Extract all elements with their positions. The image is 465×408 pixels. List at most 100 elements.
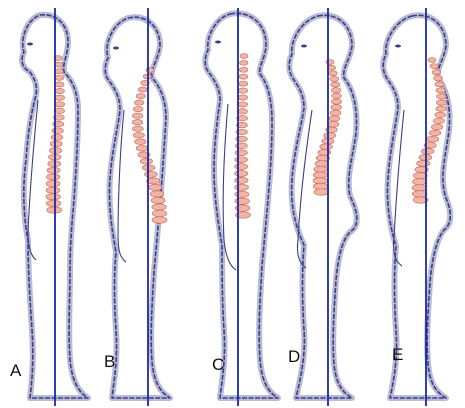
figure-b-spine-vertebra [145,171,158,177]
figure-c-spine-vertebra [240,61,248,66]
figure-d-spine-vertebra [315,161,328,167]
figure-b-spine-vertebra [136,94,145,99]
figure-a-spine-vertebra [47,174,60,180]
figure-e-spine-vertebra [412,191,427,197]
figure-b-eye [113,47,119,50]
figure-d-spine-vertebra [329,71,338,76]
figure-b-spine-vertebra [138,87,147,92]
figure-d-label: D [288,347,300,366]
figure-d-spine-vertebra [314,189,329,195]
figure-d-spine-vertebra [331,99,341,104]
figure-b-spine-vertebra [133,126,144,131]
figure-a-spine-vertebra [46,187,60,193]
figure-a-spine-vertebra [55,88,65,93]
figure-d-spine-vertebra [332,93,342,98]
figure-e-spine-vertebra [427,136,439,142]
figure-c-spine-vertebra [235,164,248,170]
figure-a-spine-vertebra [55,82,64,87]
figure-a-spine-vertebra [52,128,63,134]
figure-e-eye [395,45,401,48]
figure-b-spine-vertebra [152,204,166,210]
figure-b-spine-vertebra [135,139,146,145]
figure-c-label: C [212,355,224,374]
figure-c-spine-vertebra [238,95,248,100]
figure-c-eye [215,41,221,44]
figure-e-spine-vertebra [436,106,446,111]
figure-b-spine-vertebra [151,197,165,203]
figure-d-spine-vertebra [330,110,341,115]
figure-e-spine-vertebra [435,112,446,117]
figure-e-spine-vertebra [429,130,441,136]
figure-d-spine-vertebra [331,105,341,110]
figure-e-label: E [392,345,403,364]
figure-e-spine-vertebra [435,82,444,87]
figure-b-spine-vertebra [132,120,142,125]
figure-c-spine-vertebra [237,102,247,107]
figure-d: D [288,8,357,406]
figure-b-spine-vertebra [150,191,164,197]
figure-d-spine-vertebra [320,144,333,150]
figure-b-spine-vertebra [152,210,167,216]
figure-b-label: B [104,352,115,371]
figure-a-spine-vertebra [55,75,64,80]
figure-d-spine-vertebra [313,172,327,178]
figure-d-spine-vertebra [330,77,339,82]
figure-d-spine-vertebra [329,116,340,121]
figure-e: E [383,8,450,406]
figure-d-spine-vertebra [331,88,341,93]
figure-a-spine-vertebra [50,141,62,147]
figure-e-spine-vertebra [430,64,438,69]
figure-d-eye [301,45,307,48]
figure-d-spine-vertebra [324,133,336,139]
figure-a-spine-vertebra [51,135,63,141]
figure-c-arm [223,104,236,270]
figure-e-spine-vertebra [417,161,430,167]
figure-e-spine-vertebra [412,185,426,191]
figure-e-spine-vertebra [421,148,434,154]
figure-a-spine-vertebra [46,200,61,206]
figure-d-spine-vertebra [331,82,340,87]
figure-c: C [205,8,278,406]
figure-c-spine-vertebra [240,54,248,59]
figure-a: A [10,8,88,406]
figure-b-spine-vertebra [133,133,144,138]
figure-b-spine-vertebra [152,217,167,223]
figure-c-spine-vertebra [235,191,249,197]
figure-c-spine-vertebra [235,157,248,163]
figure-e-spine-vertebra [428,58,436,63]
figure-a-spine-vertebra [54,102,64,107]
figure-b-spine-vertebra [136,146,148,152]
figure-d-spine-vertebra [327,121,338,127]
figure-d-body-outline-halo [289,15,357,398]
figure-b-spine-vertebra [140,158,152,164]
figure-a-spine-vertebra [46,194,60,200]
figure-e-spine-vertebra [432,70,441,75]
figure-c-spine-vertebra [235,184,249,190]
figure-b-spine-vertebra [134,100,144,105]
figure-c-spine-vertebra [239,74,248,79]
figure-a-eye [27,43,33,46]
figure-e-spine-vertebra [431,124,442,130]
figure-b-spine-vertebra [149,184,162,190]
figure-c-spine-vertebra [235,171,248,177]
figure-a-spine-vertebra [47,167,60,173]
figure-e-spine-vertebra [437,94,447,99]
figure-c-spine-vertebra [235,150,247,156]
figure-e-spine-vertebra [434,76,443,81]
figure-c-spine-vertebra [235,177,248,183]
figure-c-spine-vertebra [238,88,248,93]
figure-b-spine-vertebra [133,113,143,118]
figure-c-spine-vertebra [239,81,248,86]
figure-c-spine [235,54,251,219]
figure-a-label: A [10,361,22,380]
figure-b-spine-vertebra [133,107,143,112]
figure-a-spine-vertebra [46,181,60,187]
figure-e-spine-vertebra [436,100,446,105]
figure-e-spine-vertebra [433,118,444,123]
figure-a-spine-vertebra [55,95,65,100]
figure-c-spine-vertebra [239,67,248,72]
figure-b: B [104,8,170,406]
figure-e-spine-vertebra [413,179,427,185]
figure-e-spine-vertebra [436,88,446,93]
